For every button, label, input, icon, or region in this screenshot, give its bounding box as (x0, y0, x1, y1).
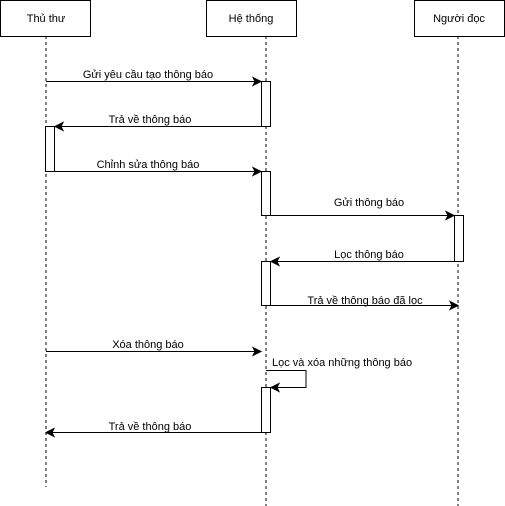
activation-bar (261, 81, 271, 127)
message-label: Chỉnh sửa thông báo (97, 159, 200, 171)
message-arrow (44, 427, 261, 438)
participant-reader-label: Người đọc (433, 13, 485, 25)
message-arrow (271, 300, 460, 311)
message-arrow (269, 256, 454, 267)
activation-bar (261, 261, 271, 306)
message-arrow (53, 121, 261, 132)
participant-system: Hệ thống (206, 0, 297, 37)
self-message-arrow (266, 370, 307, 393)
participant-librarian-label: Thủ thư (27, 13, 66, 25)
message-label: Lọc thông báo (334, 249, 404, 261)
activation-bar (454, 215, 464, 262)
message-label: Lọc và xóa những thông báo (272, 357, 412, 369)
activation-bar (45, 126, 55, 172)
message-label: Xóa thông báo (112, 339, 184, 351)
message-arrow (46, 346, 263, 357)
message-label: Trả về thông báo (109, 114, 192, 126)
participant-librarian: Thủ thư (0, 0, 91, 37)
message-label: Gửi yêu cầu tạo thông báo (83, 69, 213, 81)
message-arrow (46, 76, 263, 87)
activation-bar (261, 387, 271, 433)
activation-bar (261, 171, 271, 216)
message-arrow (55, 166, 263, 177)
participant-reader: Người đọc (414, 0, 505, 37)
message-arrow (271, 210, 456, 221)
message-label: Gửi thông báo (334, 197, 404, 209)
message-label: Trả về thông báo (109, 421, 192, 433)
message-label: Trả về thông báo đã lọc (307, 295, 423, 307)
participant-system-label: Hệ thống (229, 13, 274, 25)
